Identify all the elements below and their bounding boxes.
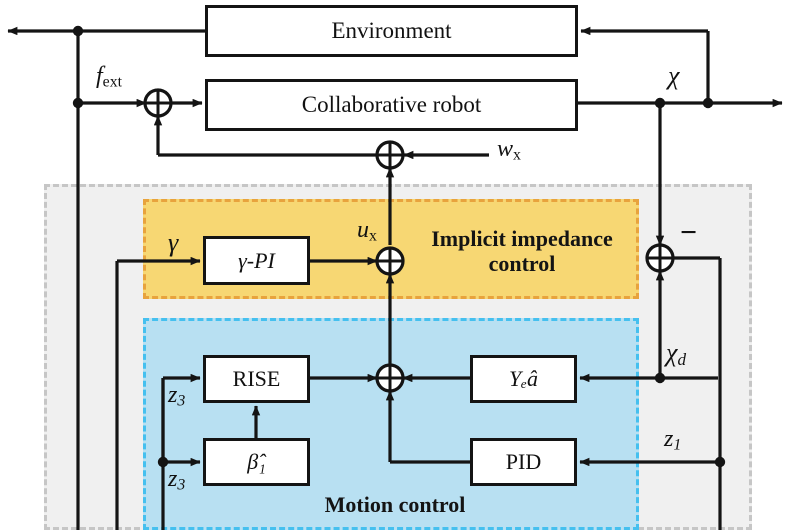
signal-label-chi: χ: [668, 61, 680, 90]
signal-label-z3-lower: z3: [168, 466, 186, 494]
block-beta-hat-label: β̂₁: [247, 449, 266, 474]
sign-label-minus: −: [680, 216, 698, 249]
motion-control-title: Motion control: [324, 492, 466, 517]
signal-label-w-x: wx: [497, 136, 521, 164]
block-rise[interactable]: RISE: [203, 355, 310, 403]
implicit-impedance-control-title: Implicit impedance control: [431, 226, 613, 277]
signal-label-gamma: γ: [168, 228, 179, 257]
block-gamma-pi-label: γ-PI: [238, 247, 275, 273]
block-gamma-pi[interactable]: γ-PI: [203, 236, 310, 285]
junction-dots: [72, 25, 726, 468]
signal-label-z1: z1: [664, 426, 682, 454]
block-pid[interactable]: PID: [470, 438, 577, 486]
block-yd-ahat[interactable]: Yₑâ: [470, 355, 577, 403]
block-pid-label: PID: [505, 449, 542, 474]
signal-label-z3-upper: z3: [168, 382, 186, 410]
block-environment[interactable]: Environment: [205, 5, 578, 57]
block-rise-label: RISE: [232, 366, 281, 391]
signal-label-chi-d: χd: [666, 338, 687, 369]
signal-label-u-x: ux: [357, 217, 377, 245]
signal-label-f-ext: fext: [96, 63, 123, 91]
block-collaborative-robot[interactable]: Collaborative robot: [205, 79, 578, 131]
block-environment-label: Environment: [331, 18, 452, 43]
block-collaborative-robot-label: Collaborative robot: [301, 92, 482, 117]
block-yd-ahat-label: Yₑâ: [508, 366, 538, 391]
block-beta-hat[interactable]: β̂₁: [203, 438, 310, 486]
